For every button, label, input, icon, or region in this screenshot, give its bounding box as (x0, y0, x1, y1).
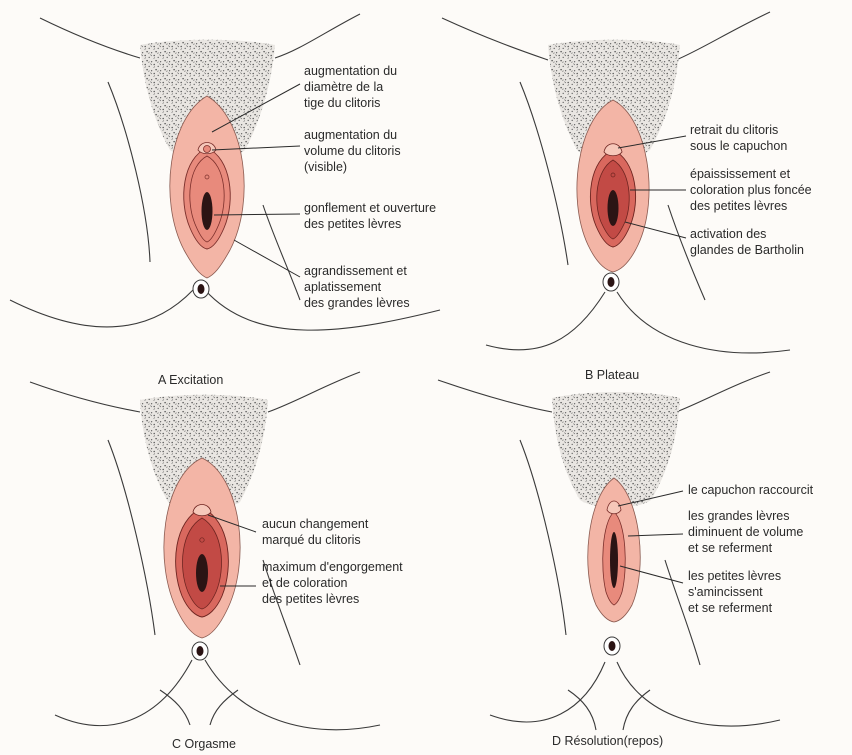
vaginal-opening (202, 192, 213, 230)
anus (604, 637, 620, 655)
clitoris (204, 146, 211, 153)
vaginal-opening (608, 190, 619, 226)
anus (192, 642, 208, 660)
caption-c: C Orgasme (172, 737, 236, 751)
caption-b: B Plateau (585, 368, 639, 382)
label-d1: le capuchon raccourcit (688, 483, 814, 497)
caption-a: A Excitation (158, 373, 223, 387)
anus (603, 273, 619, 291)
anus (193, 280, 209, 298)
vaginal-opening (610, 532, 618, 588)
caption-d: D Résolution(repos) (552, 734, 663, 748)
vaginal-opening (196, 554, 208, 592)
panel-d-resolution: le capuchon raccourcit les grandes lèvre… (438, 372, 814, 748)
